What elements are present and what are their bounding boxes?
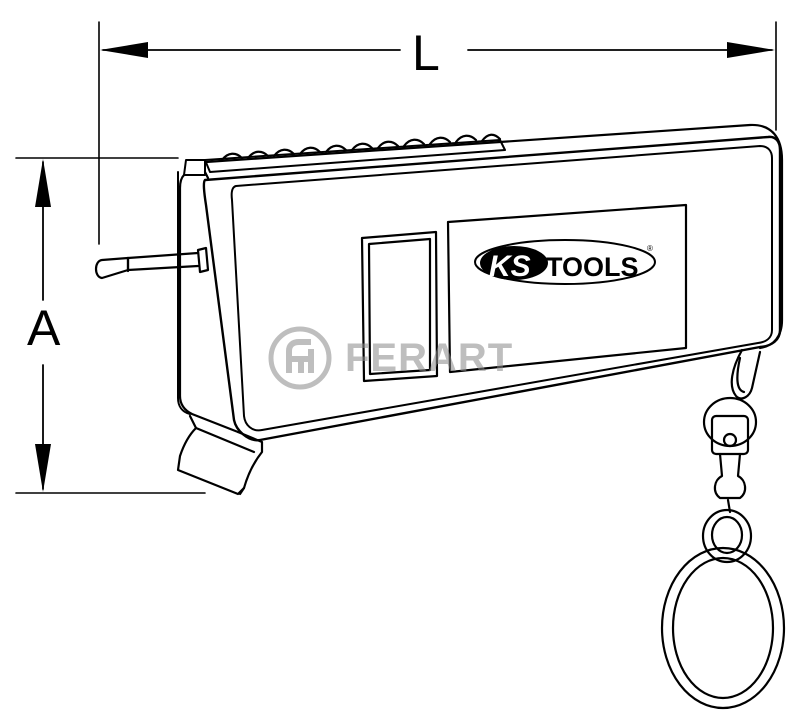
watermark-text: FERART: [345, 335, 514, 380]
logo-registered-mark: ®: [647, 244, 653, 253]
ribbed-slider: [203, 133, 506, 180]
logo-tools-text: TOOLS: [546, 252, 639, 282]
ks-tools-logo: KS TOOLS ®: [474, 239, 656, 285]
watermark: FERART: [267, 318, 537, 398]
dimension-a: [15, 157, 206, 494]
watermark-logo-icon: [268, 326, 332, 390]
gauge-housing: [177, 123, 784, 442]
logo-ks-text: KS: [489, 250, 531, 283]
dimension-l-label: L: [412, 25, 440, 81]
measuring-foot: [176, 414, 264, 496]
label-plate: [446, 203, 688, 374]
keyring: [660, 348, 786, 710]
scale-window: [360, 230, 439, 383]
dimension-a-label: A: [27, 300, 61, 356]
dimension-l: [98, 21, 777, 245]
probe-pin: [94, 246, 210, 280]
